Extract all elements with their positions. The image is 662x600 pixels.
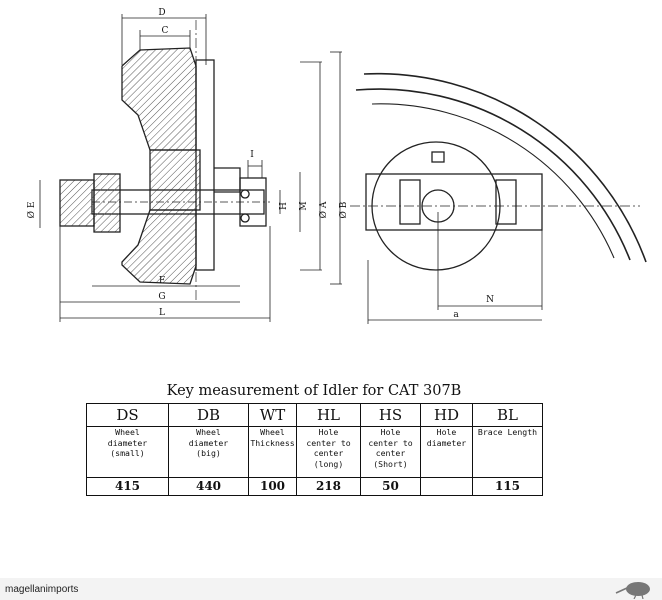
desc-line: center to <box>368 437 413 448</box>
kiwi-bird-icon <box>615 582 650 599</box>
desc-line: (small) <box>110 448 145 458</box>
value-row: 415 440 100 218 50 115 <box>86 477 543 496</box>
desc-hs: Hole center to center (Short) <box>360 426 421 478</box>
code-ds: DS <box>86 403 169 427</box>
desc-line: Wheel <box>260 427 285 437</box>
spec-table-block: Key measurement of Idler for CAT 307B DS… <box>86 380 543 498</box>
label-c: C <box>162 26 169 36</box>
code-hs: HS <box>360 403 421 427</box>
desc-db: Wheel diameter (big) <box>168 426 249 478</box>
desc-wt: Wheel Thickness <box>248 426 297 478</box>
code-wt: WT <box>248 403 297 427</box>
dimension-text: D C I Ø E H M Ø A Ø B F G L N a <box>26 8 494 320</box>
desc-line: (Short) <box>373 458 408 469</box>
value-hl: 218 <box>296 477 361 496</box>
label-e: Ø E <box>26 202 37 219</box>
desc-hd: Hole diameter <box>420 426 473 478</box>
desc-line: Hole <box>318 427 339 437</box>
label-d: D <box>158 8 165 18</box>
desc-line: Hole <box>380 427 401 437</box>
footer-bar <box>0 578 662 600</box>
desc-line: diameter <box>426 437 467 448</box>
desc-bl: Brace Length <box>472 426 543 478</box>
value-wt: 100 <box>248 477 297 496</box>
side-section-view <box>59 20 270 300</box>
label-g: G <box>158 292 165 302</box>
spec-table: DS DB WT HL HS HD BL Wheel diameter (sma… <box>86 403 543 496</box>
desc-hl: Hole center to center (long) <box>296 426 361 478</box>
desc-line: Wheel <box>196 427 221 437</box>
value-hs: 50 <box>360 477 421 496</box>
label-m: M <box>299 201 309 210</box>
desc-line: center to <box>306 437 351 448</box>
table-title: Key measurement of Idler for CAT 307B <box>166 383 462 399</box>
label-a-lower: a <box>453 310 459 320</box>
value-ds: 415 <box>86 477 169 496</box>
dimension-lines <box>39 14 543 324</box>
desc-line: Wheel <box>115 427 140 437</box>
desc-line: diameter <box>107 437 148 448</box>
front-view <box>350 72 647 271</box>
desc-row: Wheel diameter (small) Wheel diameter (b… <box>86 426 543 478</box>
desc-line: center <box>375 448 406 458</box>
label-n: N <box>486 295 494 305</box>
value-hd <box>420 477 473 496</box>
code-hl: HL <box>296 403 361 427</box>
desc-line: center <box>313 448 344 458</box>
label-b: Ø B <box>338 201 349 218</box>
value-db: 440 <box>168 477 249 496</box>
label-a: Ø A <box>318 201 329 218</box>
idler-technical-drawing: D C I Ø E H M Ø A Ø B F G L N a <box>26 8 647 324</box>
label-l: L <box>159 308 165 318</box>
value-bl: 115 <box>472 477 543 496</box>
desc-line: Hole <box>436 427 457 437</box>
desc-line: (big) <box>196 448 221 458</box>
desc-line: Brace Length <box>477 427 538 437</box>
code-bl: BL <box>472 403 543 427</box>
desc-ds: Wheel diameter (small) <box>86 426 169 478</box>
label-h: H <box>279 202 289 210</box>
label-f: F <box>159 276 165 286</box>
code-hd: HD <box>420 403 473 427</box>
desc-line: (long) <box>313 458 344 469</box>
desc-line: diameter <box>188 437 229 448</box>
code-row: DS DB WT HL HS HD BL <box>86 403 543 427</box>
code-db: DB <box>168 403 249 427</box>
label-i: I <box>250 150 254 160</box>
desc-line: Thickness <box>250 437 295 448</box>
brand-name: magellanimports <box>5 584 79 595</box>
